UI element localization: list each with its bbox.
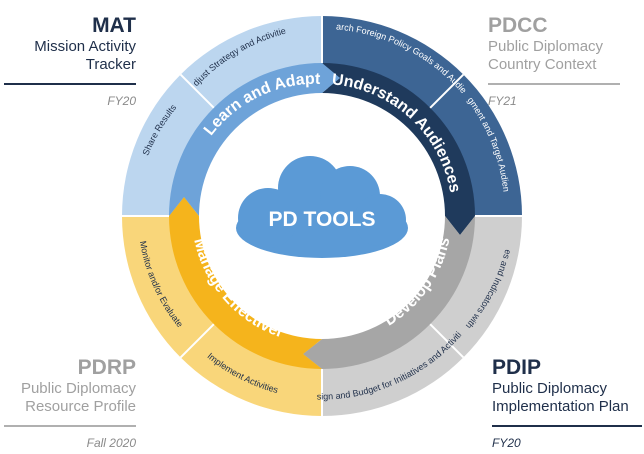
ring-inner-manage — [169, 197, 322, 369]
ring-inner-learn — [169, 63, 340, 216]
pdrp-divider — [4, 425, 136, 427]
pdcc-year: FY21 — [488, 94, 517, 108]
pdip-name-line1: Public Diplomacy — [492, 380, 608, 397]
mat-name-line1: Mission Activity — [34, 38, 136, 55]
pdcc-divider — [488, 83, 620, 85]
pdcc-name-line2: Country Context — [488, 56, 597, 73]
pdip-year: FY20 — [492, 436, 521, 450]
pdrp-year: Fall 2020 — [86, 436, 136, 450]
center-label: PD TOOLS — [269, 208, 376, 231]
pdip-name-line2: Implementation Plan — [492, 398, 629, 415]
pdip-acronym: PDIP — [492, 356, 542, 379]
pdcc-acronym: PDCC — [488, 14, 548, 37]
mat-label-block: MAT Mission Activity Tracker FY20 — [4, 14, 136, 108]
ring-inner-develop — [303, 216, 475, 369]
pdip-divider — [492, 425, 642, 427]
mat-name-line2: Tracker — [85, 56, 136, 73]
pdcc-name-line1: Public Diplomacy — [488, 38, 604, 55]
pdrp-label-block: PDRP Public Diplomacy Resource Profile F… — [4, 356, 136, 450]
pdrp-acronym: PDRP — [77, 356, 136, 379]
mat-divider — [4, 83, 136, 85]
pdrp-name-line1: Public Diplomacy — [20, 380, 136, 397]
pdcc-label-block: PDCC Public Diplomacy Country Context FY… — [488, 14, 620, 108]
pdrp-name-line2: Resource Profile — [25, 398, 136, 415]
mat-year: FY20 — [107, 94, 136, 108]
pdip-label-block: PDIP Public Diplomacy Implementation Pla… — [492, 356, 642, 450]
ring-inner-understand — [322, 63, 475, 235]
mat-acronym: MAT — [92, 14, 136, 37]
cloud-icon — [236, 156, 408, 258]
